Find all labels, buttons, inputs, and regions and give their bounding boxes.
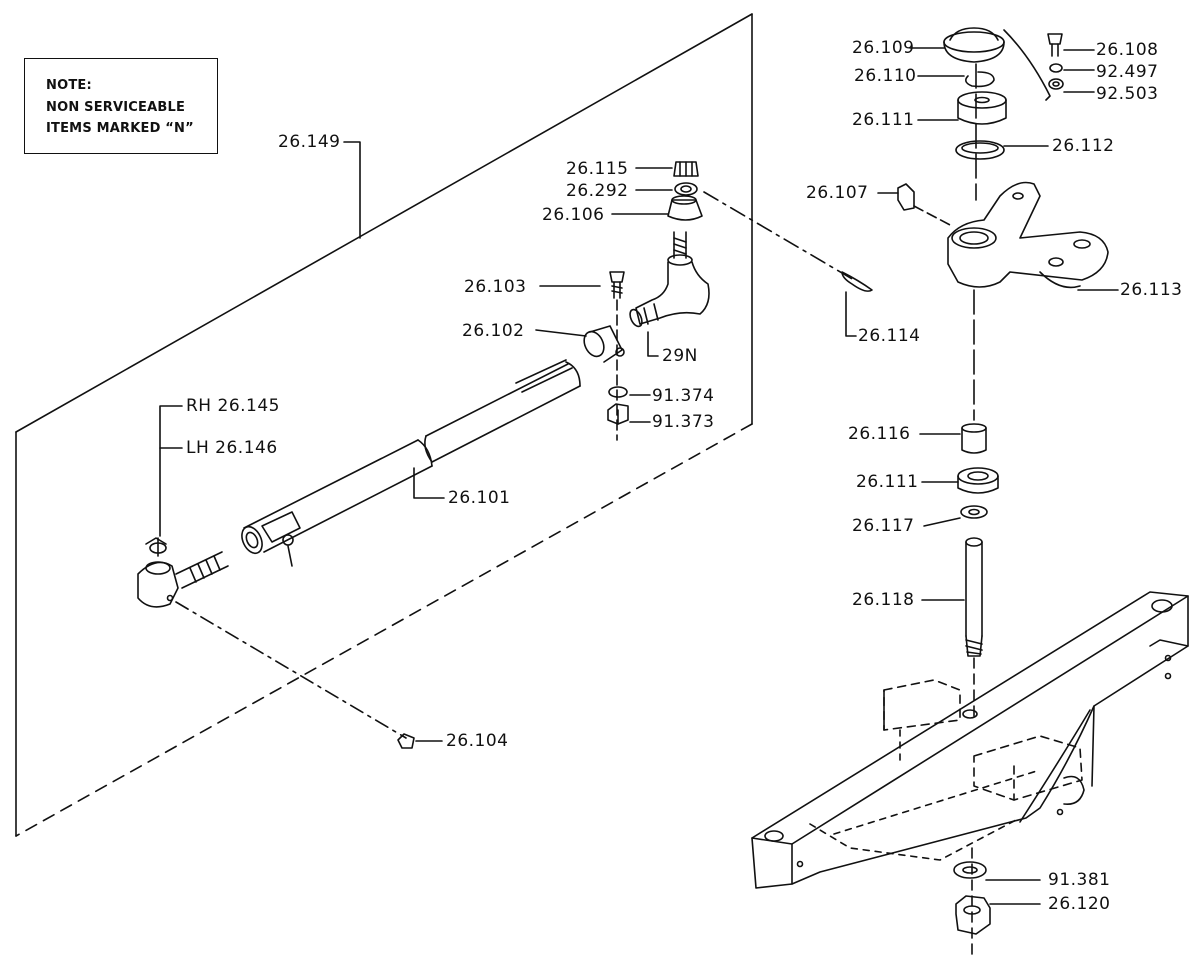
label-26-101: 26.101 bbox=[448, 488, 511, 508]
leader-26-102 bbox=[535, 329, 587, 337]
tie-rod-end-left bbox=[137, 537, 229, 608]
centerline-left-end bbox=[175, 601, 407, 739]
bearing-26-111-lower bbox=[957, 467, 999, 494]
nut-91-373 bbox=[607, 403, 629, 425]
washer-26-292-inner bbox=[680, 185, 692, 193]
leader-26-149 bbox=[343, 141, 361, 239]
label-26-149: 26.149 bbox=[278, 132, 341, 152]
label-26-110: 26.110 bbox=[854, 66, 917, 86]
label-26-111-top: 26.111 bbox=[852, 110, 915, 130]
cap-26-109 bbox=[943, 27, 1005, 63]
label-26-108: 26.108 bbox=[1096, 40, 1159, 60]
label-26-120: 26.120 bbox=[1048, 894, 1111, 914]
circlip-26-110 bbox=[964, 71, 995, 88]
label-26-116: 26.116 bbox=[848, 424, 911, 444]
label-26-113: 26.113 bbox=[1120, 280, 1183, 300]
washer-91-381 bbox=[953, 861, 987, 879]
centerline-cone-to-pin bbox=[703, 191, 855, 281]
leader-26-114 bbox=[845, 291, 857, 337]
drop-arm-26-113 bbox=[947, 181, 1109, 289]
label-26-102: 26.102 bbox=[462, 321, 525, 341]
label-91-373: 91.373 bbox=[652, 412, 715, 432]
leader-rh-lh bbox=[159, 405, 183, 537]
label-26-114: 26.114 bbox=[858, 326, 921, 346]
label-26-118: 26.118 bbox=[852, 590, 915, 610]
nut-26-120 bbox=[955, 895, 991, 935]
bearing-26-111-top bbox=[957, 91, 1007, 125]
pivot-pin-26-118 bbox=[965, 537, 983, 657]
grease-nipple-26-104 bbox=[397, 733, 415, 749]
label-26-292: 26.292 bbox=[566, 181, 629, 201]
label-91-381: 91.381 bbox=[1048, 870, 1111, 890]
note-line-3: ITEMS MARKED “N” bbox=[46, 121, 194, 136]
lock-wire bbox=[1003, 29, 1051, 101]
label-26-115: 26.115 bbox=[566, 159, 629, 179]
label-lh-26-146: LH 26.146 bbox=[186, 438, 278, 458]
bolt-26-108 bbox=[1047, 33, 1063, 57]
label-26-106: 26.106 bbox=[542, 205, 605, 225]
label-26-111-lower: 26.111 bbox=[856, 472, 919, 492]
label-rh-26-145: RH 26.145 bbox=[186, 396, 280, 416]
tie-rod-end-right-29n bbox=[629, 231, 710, 328]
note-box bbox=[24, 58, 218, 154]
label-92-497: 92.497 bbox=[1096, 62, 1159, 82]
leader-26-117 bbox=[923, 517, 961, 527]
castle-nut-26-115 bbox=[673, 161, 699, 177]
label-26-109: 26.109 bbox=[852, 38, 915, 58]
label-26-117: 26.117 bbox=[852, 516, 915, 536]
note-line-2: NON SERVICEABLE bbox=[46, 100, 186, 115]
washer-92-503 bbox=[1048, 78, 1064, 90]
washer-91-374 bbox=[608, 386, 628, 398]
bolt-26-103 bbox=[609, 271, 625, 299]
label-26-107: 26.107 bbox=[806, 183, 869, 203]
label-91-374: 91.374 bbox=[652, 386, 715, 406]
centerline-nipple bbox=[913, 205, 953, 227]
seal-ring-26-112 bbox=[955, 140, 1005, 160]
rubber-cone-26-106 bbox=[667, 195, 703, 221]
label-29n: 29N bbox=[662, 346, 698, 366]
tie-rod-tube bbox=[241, 359, 581, 567]
label-92-503: 92.503 bbox=[1096, 84, 1159, 104]
bush-26-116 bbox=[961, 423, 987, 454]
leader-29n bbox=[647, 331, 659, 357]
assembly-boundary bbox=[15, 13, 753, 837]
label-26-103: 26.103 bbox=[464, 277, 527, 297]
split-pin-26-114 bbox=[841, 271, 873, 292]
front-axle-beam bbox=[751, 591, 1189, 889]
washer-92-503-inner bbox=[1052, 81, 1060, 87]
washer-92-497 bbox=[1049, 63, 1063, 73]
washer-26-117 bbox=[960, 505, 988, 519]
clamp-26-102 bbox=[583, 325, 625, 363]
grease-nipple-26-107 bbox=[897, 183, 915, 211]
label-26-112: 26.112 bbox=[1052, 136, 1115, 156]
label-26-104: 26.104 bbox=[446, 731, 509, 751]
leader-26-101 bbox=[413, 467, 445, 499]
note-title: NOTE: bbox=[46, 78, 92, 93]
washer-26-292 bbox=[674, 182, 698, 196]
